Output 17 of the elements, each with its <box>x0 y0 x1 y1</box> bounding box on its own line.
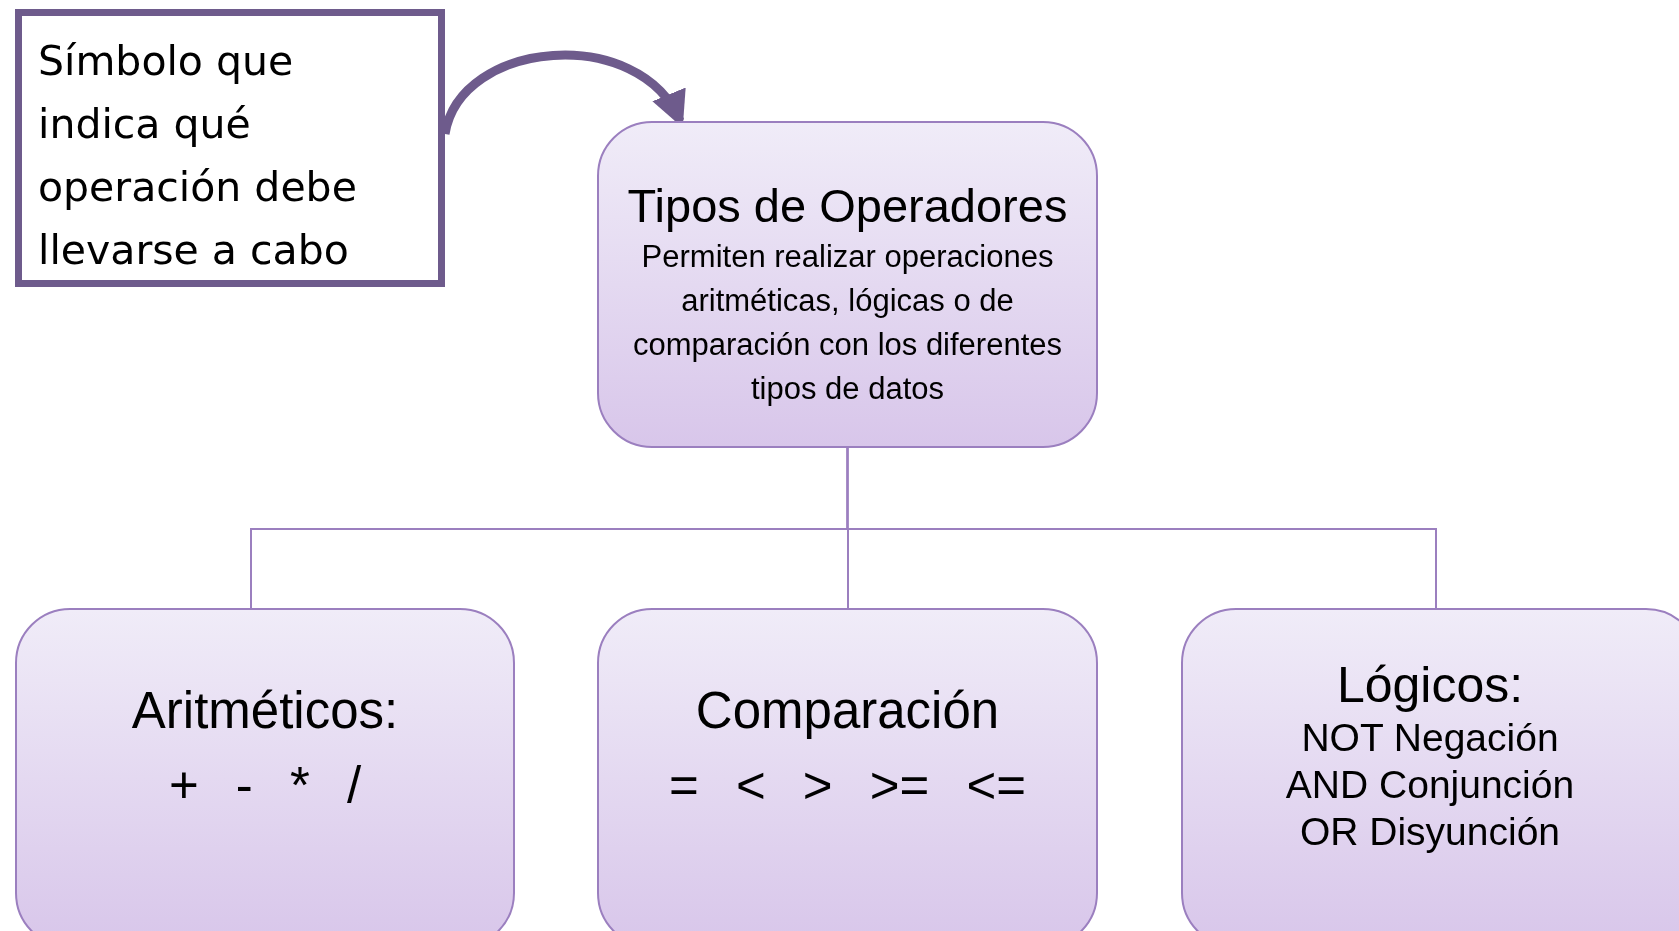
heading: Tipos de Operadores <box>627 178 1068 235</box>
rounded-box <box>597 608 1098 931</box>
connector-line <box>846 447 1437 609</box>
rounded-box <box>15 608 515 931</box>
heading: Comparación <box>695 680 1000 741</box>
operator-list: OR Disyunción <box>1299 808 1561 856</box>
operator-list: = < > >= <= <box>669 755 1026 817</box>
heading: Lógicos: <box>1336 656 1524 716</box>
rounded-box <box>597 121 1098 448</box>
description: Permiten realizar operaciones aritméticas, lógicas o de comparación con los diferentes tipos de datos <box>631 237 1064 408</box>
operator-list: AND Conjunción <box>1285 762 1575 809</box>
operator-list: + - * / <box>168 755 362 817</box>
rounded-box <box>1181 608 1679 931</box>
callout-text: Símbolo que indica qué operación debe llevarse a cabo <box>38 36 358 276</box>
callout-box <box>15 9 445 287</box>
heading: Aritméticos: <box>131 680 399 741</box>
operator-list: NOT Negación <box>1301 715 1559 763</box>
